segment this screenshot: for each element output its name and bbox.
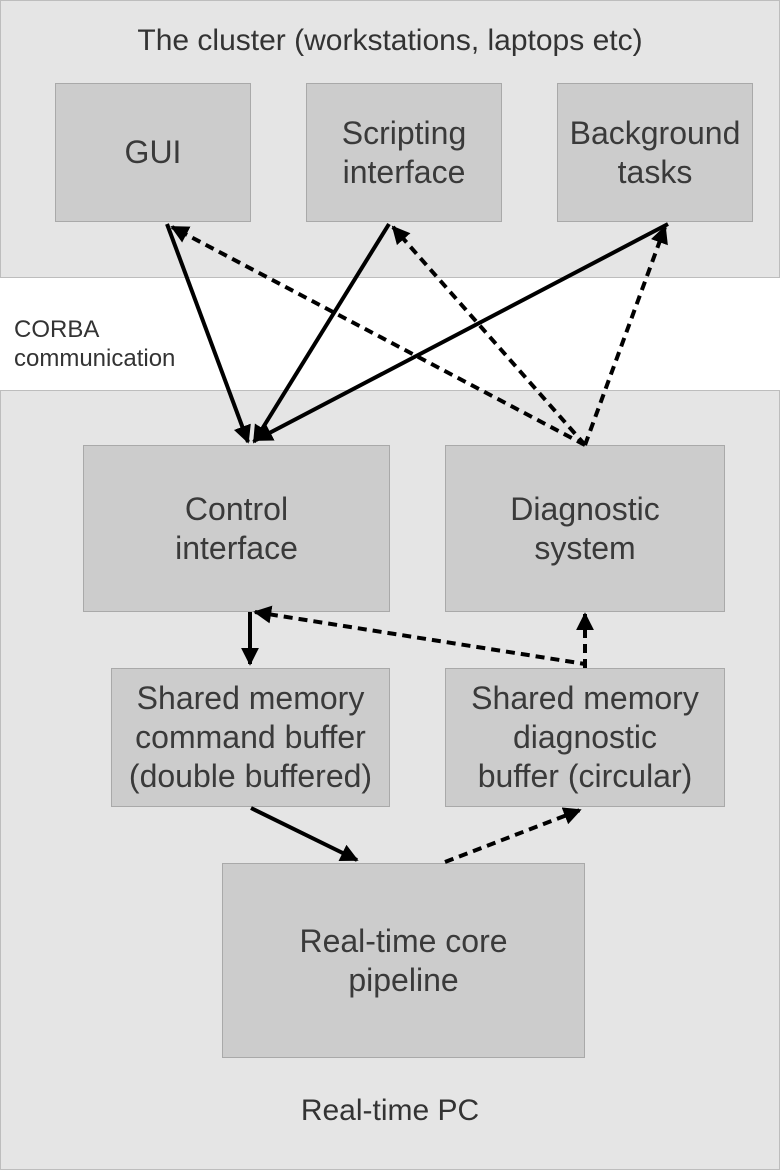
realtime-pc-title: Real-time PC xyxy=(300,1094,480,1127)
diagnostic-to-gui-arrow xyxy=(170,225,586,447)
diagnostic-to-background-arrow xyxy=(583,225,668,446)
control-interface-label: Control interface xyxy=(175,490,298,566)
diagnostic-buffer-to-control-arrow xyxy=(253,605,587,668)
diagnostic-system-label: Diagnostic system xyxy=(510,490,660,566)
diagnostic-buffer-label: Shared memory diagnostic buffer (circula… xyxy=(471,680,699,794)
diagnostic-system-box: Diagnostic system xyxy=(445,445,725,612)
scripting-interface-label: Scripting interface xyxy=(341,114,467,190)
command-buffer-box: Shared memory command buffer (double buf… xyxy=(111,668,390,807)
command-buffer-to-core-arrow xyxy=(250,806,359,862)
realtime-core-label: Real-time core pipeline xyxy=(299,922,508,998)
realtime-core-box: Real-time core pipeline xyxy=(222,863,585,1058)
background-to-control-arrow xyxy=(254,222,669,442)
gui-to-control-arrow xyxy=(165,223,251,444)
background-tasks-label: Background tasks xyxy=(569,114,741,190)
core-to-diagnostic-buffer-arrow xyxy=(444,807,582,864)
cluster-title: The cluster (workstations, laptops etc) xyxy=(137,24,643,57)
command-buffer-label: Shared memory command buffer (double buf… xyxy=(128,680,373,794)
background-tasks-box: Background tasks xyxy=(557,83,753,222)
control-interface-box: Control interface xyxy=(83,445,390,612)
scripting-to-control-arrow xyxy=(252,222,391,444)
diagnostic-to-scripting-arrow xyxy=(391,225,587,447)
scripting-interface-box: Scripting interface xyxy=(306,83,502,222)
corba-label: CORBA communication xyxy=(14,316,176,372)
gui-label: GUI xyxy=(124,134,182,170)
diagnostic-buffer-box: Shared memory diagnostic buffer (circula… xyxy=(445,668,725,807)
gui-box: GUI xyxy=(55,83,251,222)
